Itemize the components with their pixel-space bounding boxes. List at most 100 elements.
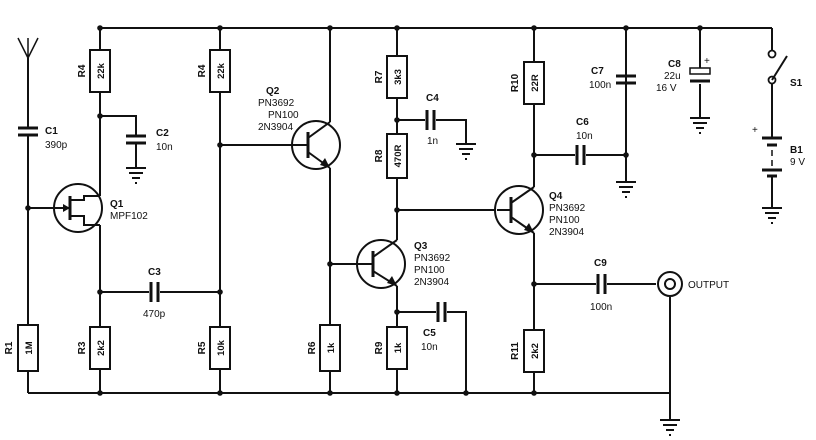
r7-value: 3k3 [393, 69, 404, 85]
c8-value: 22u [664, 71, 681, 82]
r3-ref: R3 [77, 341, 88, 354]
c8-plus: + [704, 56, 710, 67]
junction-dot [394, 25, 400, 31]
r10-value: 22R [530, 74, 541, 92]
q2-type-1: PN3692 [258, 98, 295, 109]
capacitor-c8: + C8 22u 16 V [656, 56, 711, 94]
r5-value: 10k [216, 339, 227, 356]
r11-value: 2k2 [530, 343, 541, 359]
capacitor-c7: C7 100n [589, 66, 636, 91]
c6-ref: C6 [576, 117, 589, 128]
c6-value: 10n [576, 131, 593, 142]
q4-type-2: PN100 [549, 215, 580, 226]
c8-voltage: 16 V [656, 83, 677, 94]
junction-dot [531, 281, 537, 287]
junction-dot [97, 25, 103, 31]
junction-dot [531, 390, 537, 396]
resistor-r9: 1k R9 [374, 326, 408, 370]
c4-ref: C4 [426, 93, 439, 104]
r4a-value: 22k [96, 62, 107, 79]
q1-ref: Q1 [110, 199, 124, 210]
r1-value: 1M [24, 341, 35, 354]
resistor-r11: 2k2 R11 [510, 329, 545, 373]
q4-type-3: 2N3904 [549, 227, 584, 238]
r10-ref: R10 [510, 73, 521, 92]
r1-ref: R1 [4, 341, 15, 354]
c2-ref: C2 [156, 128, 169, 139]
junction-dot [97, 390, 103, 396]
resistor-r3: 2k2 R3 [77, 326, 111, 370]
junction-dot [463, 390, 469, 396]
transistor-q3: Q3 PN3692 PN100 2N3904 [352, 239, 451, 289]
junction-dot [327, 261, 333, 267]
c5-ref: C5 [423, 328, 436, 339]
b1-ref: B1 [790, 145, 803, 156]
c4-wire [397, 119, 467, 144]
ground-icon [762, 207, 782, 224]
r4a-ref: R4 [77, 64, 88, 77]
ground-icon [616, 181, 636, 198]
junction-dot [394, 117, 400, 123]
junction-dot [217, 25, 223, 31]
r8-value: 470R [393, 145, 404, 168]
r9-ref: R9 [374, 341, 385, 354]
battery-b1: + B1 9 V [752, 125, 805, 178]
transistor-q2: Q2 PN3692 PN100 2N3904 [258, 86, 341, 170]
capacitor-c1: C1 390p [18, 126, 68, 154]
c4-value: 1n [427, 136, 438, 147]
s1-ref: S1 [790, 78, 803, 89]
c5-value: 10n [421, 342, 438, 353]
junction-dot [97, 289, 103, 295]
q3-ref: Q3 [414, 241, 428, 252]
junction-dot [327, 25, 333, 31]
c2-wire [100, 115, 137, 136]
q3-type-1: PN3692 [414, 253, 451, 264]
b1-plus: + [752, 125, 758, 136]
junctions [25, 25, 703, 396]
c3-value: 470p [143, 309, 166, 320]
c5-wire [397, 311, 467, 393]
junction-dot [531, 25, 537, 31]
junction-dot [697, 25, 703, 31]
q2-type-3: 2N3904 [258, 122, 293, 133]
ground-icon [126, 167, 146, 184]
junction-dot [394, 309, 400, 315]
r8-ref: R8 [374, 149, 385, 162]
junction-dot [217, 142, 223, 148]
q2-type-2: PN100 [268, 110, 299, 121]
capacitor-c5: C5 10n [421, 302, 447, 353]
capacitor-c3: C3 470p [143, 267, 166, 320]
capacitor-c2: C2 10n [126, 128, 173, 154]
r11-ref: R11 [510, 342, 521, 360]
junction-dot [531, 152, 537, 158]
c3-ref: C3 [148, 267, 161, 278]
junction-dot [327, 390, 333, 396]
q3-type-3: 2N3904 [414, 277, 449, 288]
ground-icon [660, 419, 680, 436]
r7-ref: R7 [374, 70, 385, 83]
junction-dot [97, 113, 103, 119]
resistor-r4a: 22k R4 [77, 49, 111, 93]
q3-type-2: PN100 [414, 265, 445, 276]
capacitor-c4: C4 1n [425, 93, 439, 147]
c1-ref: C1 [45, 126, 58, 137]
junction-dot [623, 152, 629, 158]
junction-dot [217, 289, 223, 295]
c7-ref: C7 [591, 66, 604, 77]
resistor-r5: 10k R5 [197, 326, 231, 370]
c8-ref: C8 [668, 59, 681, 70]
junction-dot [217, 390, 223, 396]
q4-ref: Q4 [549, 191, 563, 202]
r9-value: 1k [393, 342, 404, 353]
output-label: OUTPUT [688, 280, 729, 291]
ground-icon [690, 117, 710, 134]
r6-ref: R6 [307, 341, 318, 354]
r6-value: 1k [326, 342, 337, 353]
r5-ref: R5 [197, 341, 208, 354]
r4b-ref: R4 [197, 64, 208, 77]
wires [27, 27, 773, 420]
junction-dot [394, 207, 400, 213]
r3-value: 2k2 [96, 340, 107, 356]
